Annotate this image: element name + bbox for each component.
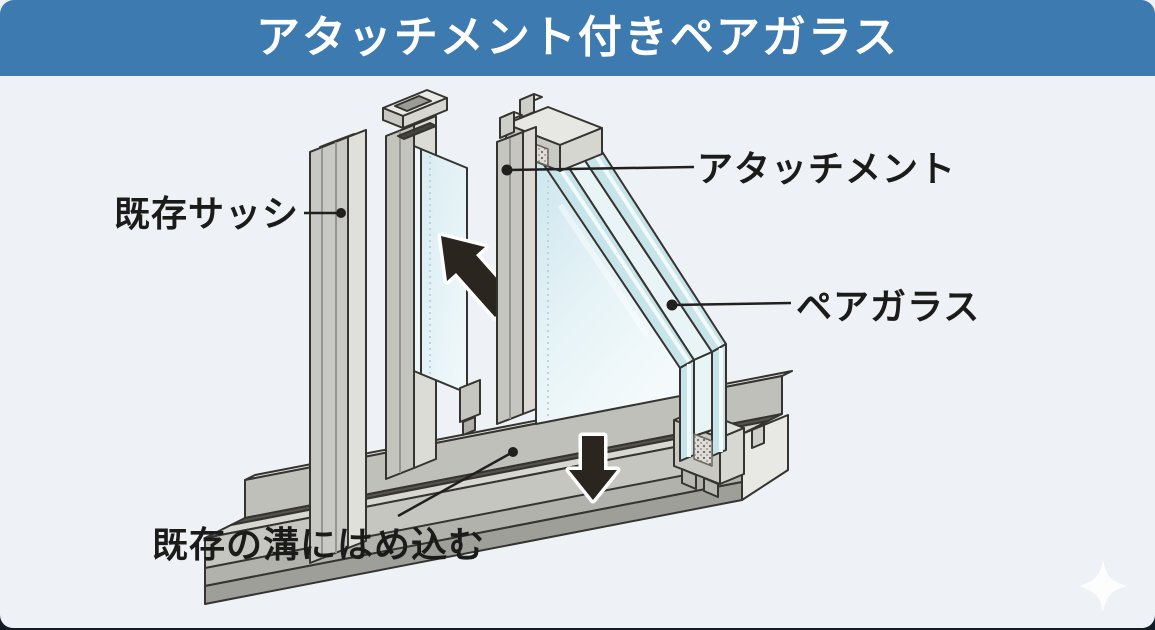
bottom-sealant: [693, 433, 713, 467]
leader-attachment: [501, 164, 695, 176]
label-attachment: アタッチメント: [697, 148, 957, 189]
leader-pair-glass: [666, 299, 792, 311]
page-title: アタッチメント付きペアガラス: [255, 13, 900, 62]
sparkle-icon: [1079, 560, 1127, 612]
existing-sash-frame: [309, 129, 367, 564]
leader-existing-sash: [304, 208, 346, 218]
label-pair-glass: ペアガラス: [796, 286, 981, 327]
label-fit-into-groove: 既存の溝にはめ込む: [152, 524, 486, 565]
attachment-left-bar: [496, 111, 537, 425]
arrow-down-icon: [565, 432, 621, 504]
leader-groove: [397, 447, 518, 518]
label-existing-sash: 既存サッシ: [114, 193, 300, 234]
header-bar: アタッチメント付きペアガラス: [0, 0, 1155, 76]
